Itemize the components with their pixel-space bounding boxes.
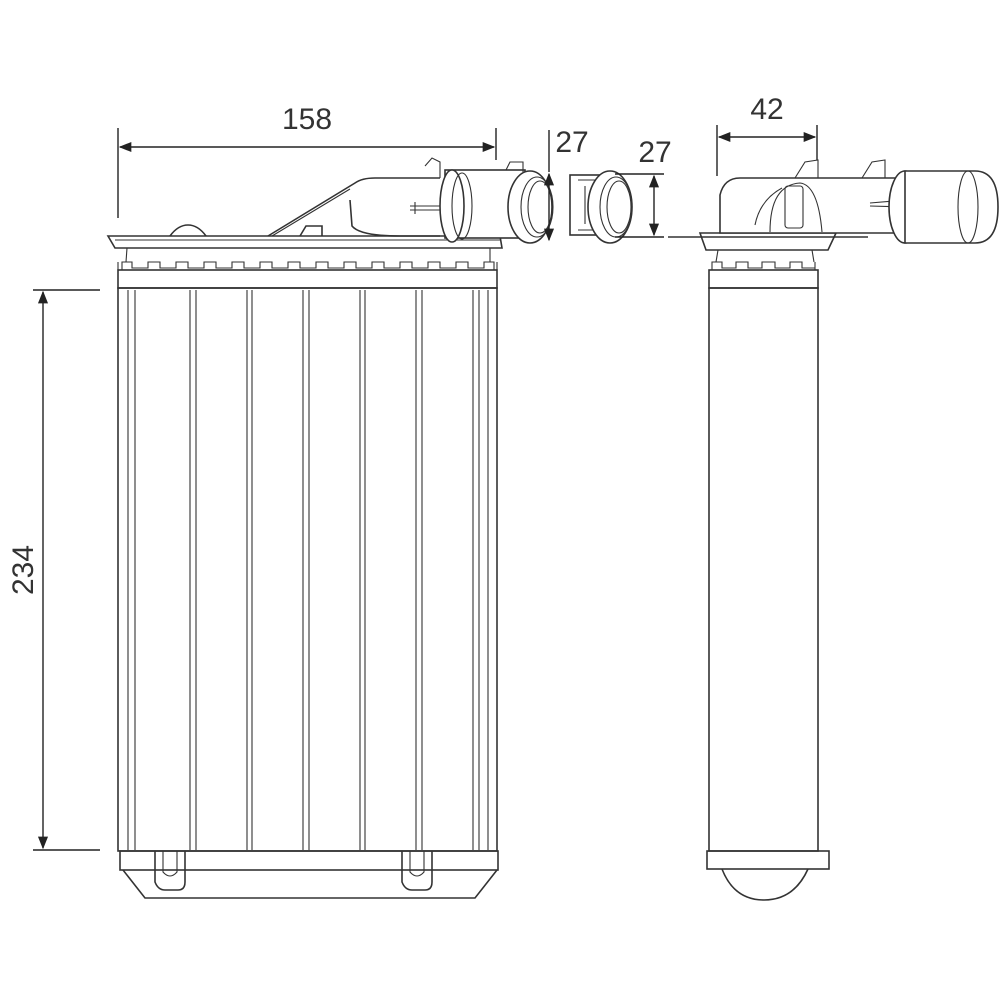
- tank-bumps: [169, 224, 323, 237]
- bracket: [267, 177, 440, 237]
- dimension-pipe-outlet-label: 27: [638, 136, 671, 169]
- side-bottom-dome: [721, 868, 809, 901]
- core-tubes: [127, 290, 489, 850]
- dimension-depth-label: 42: [750, 93, 783, 126]
- top-header: [117, 269, 498, 289]
- dimension-height-label: 234: [7, 545, 40, 595]
- mounting-clips: [154, 851, 433, 891]
- dimension-depth: 42: [716, 93, 818, 176]
- side-top-header: [708, 269, 819, 289]
- side-pipe-end: [904, 170, 999, 244]
- side-bottom-header: [706, 850, 830, 870]
- outlet-pipe: [569, 170, 633, 244]
- bottom-header: [119, 850, 499, 871]
- dimension-width: 158: [117, 103, 497, 218]
- dimension-width-label: 158: [282, 103, 332, 136]
- tank-plate: [106, 235, 503, 249]
- dimension-height: 234: [7, 289, 100, 851]
- dimension-pipe-inlet-label: 27: [555, 126, 588, 159]
- inlet-pipe: [439, 161, 554, 244]
- dimension-pipe-inlet: 27: [543, 126, 589, 242]
- side-core-body: [708, 287, 819, 852]
- front-view: [106, 157, 633, 899]
- side-pipe-body: [719, 177, 901, 234]
- side-tank-plate: [698, 232, 838, 251]
- dimension-pipe-outlet: 27: [615, 136, 672, 238]
- side-view: [668, 159, 999, 901]
- bottom-tank: [122, 869, 498, 899]
- core-body: [117, 287, 498, 852]
